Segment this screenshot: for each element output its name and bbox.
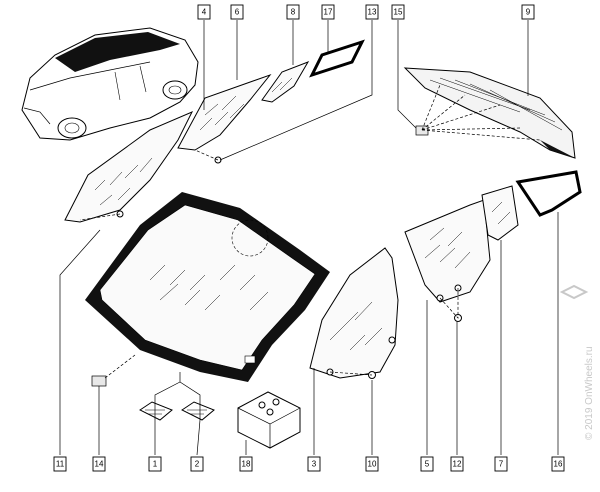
callout-box-15 (391, 4, 405, 20)
callout-text-13: 13 (368, 8, 377, 17)
callout-box-17 (321, 4, 335, 20)
callout-14: 14 (92, 456, 106, 472)
callout-7: 7 (494, 456, 508, 472)
callout-4: 4 (197, 4, 211, 20)
callout-3: 3 (307, 456, 321, 472)
front-door-glass (309, 247, 399, 379)
small-window-17 (309, 39, 365, 78)
callout-box-14 (92, 456, 106, 472)
callout-text-15: 15 (394, 8, 403, 17)
callout-17: 17 (321, 4, 335, 20)
clip-15 (415, 125, 429, 136)
callout-18: 18 (239, 456, 253, 472)
callout-6: 6 (230, 4, 244, 20)
callout-box-4 (197, 4, 211, 20)
callout-text-11: 11 (56, 460, 65, 469)
callout-box-3 (307, 456, 321, 472)
callout-box-13 (365, 4, 379, 20)
callout-text-6: 6 (235, 8, 240, 17)
callout-9: 9 (521, 4, 535, 20)
callout-8: 8 (286, 4, 300, 20)
callout-text-16: 16 (554, 460, 563, 469)
callout-text-10: 10 (368, 460, 377, 469)
callout-box-9 (521, 4, 535, 20)
sensor-parts (139, 401, 215, 421)
rear-door-glass (404, 199, 491, 303)
dashed-connectors (79, 84, 541, 379)
clip-14 (91, 375, 107, 387)
callout-text-3: 3 (312, 460, 317, 469)
callout-text-18: 18 (242, 460, 251, 469)
callout-box-8 (286, 4, 300, 20)
callout-box-16 (551, 456, 565, 472)
callout-text-14: 14 (95, 460, 104, 469)
brand-watermark: © 2019 OnWheels.ru (559, 284, 595, 440)
car-illustration (21, 27, 199, 141)
callout-box-11 (53, 456, 67, 472)
callout-12: 12 (450, 456, 464, 472)
watermark-text: © 2019 OnWheels.ru (584, 346, 595, 440)
windshield (85, 192, 330, 382)
fastener-kit (237, 391, 301, 449)
callout-text-2: 2 (195, 460, 200, 469)
callout-text-8: 8 (291, 8, 296, 17)
callout-5: 5 (420, 456, 434, 472)
callout-box-18 (239, 456, 253, 472)
rear-quarter-glass (481, 185, 519, 241)
callout-15: 15 (391, 4, 405, 20)
callout-box-1 (148, 456, 162, 472)
callout-text-4: 4 (202, 8, 207, 17)
callout-box-6 (230, 4, 244, 20)
callout-10: 10 (365, 456, 379, 472)
leader-lines (59, 20, 559, 456)
callout-16: 16 (551, 456, 565, 472)
callout-box-5 (420, 456, 434, 472)
callout-text-5: 5 (425, 460, 430, 469)
callout-box-7 (494, 456, 508, 472)
callout-13: 13 (365, 4, 379, 20)
callout-2: 2 (190, 456, 204, 472)
callout-11: 11 (53, 456, 67, 472)
callout-text-9: 9 (526, 8, 531, 17)
callout-text-17: 17 (324, 8, 333, 17)
callout-box-2 (190, 456, 204, 472)
rear-window (403, 67, 576, 159)
callout-text-1: 1 (153, 460, 158, 469)
callout-text-7: 7 (499, 460, 504, 469)
rear-side-window (515, 170, 582, 217)
callout-text-12: 12 (453, 460, 462, 469)
callout-1: 1 (148, 456, 162, 472)
callout-box-12 (450, 456, 464, 472)
quarter-glass (261, 61, 310, 103)
callout-box-10 (365, 456, 379, 472)
